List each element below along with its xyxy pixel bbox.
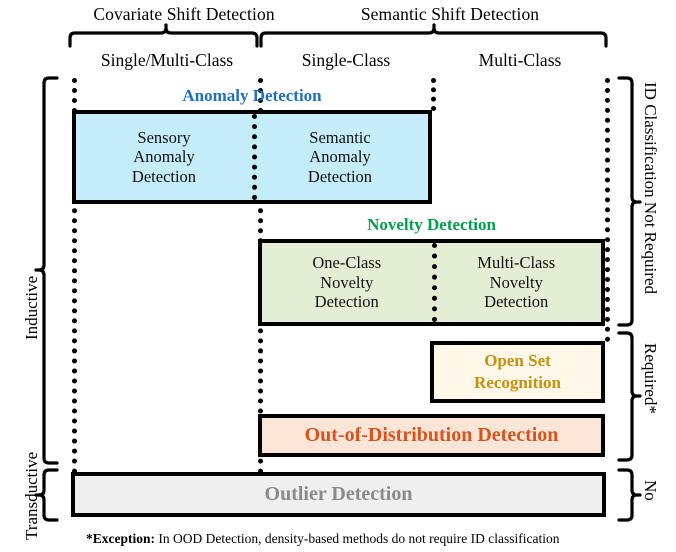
column-label-single-class: Single-Class — [301, 50, 391, 70]
footnote: *Exception: In OOD Detection, density-ba… — [86, 531, 560, 547]
brace-required — [617, 331, 642, 462]
side-label-required: Required* — [641, 343, 660, 414]
cell-line: Semantic — [309, 127, 371, 147]
cell-one-class-novelty-detection[interactable]: One-Class Novelty Detection — [262, 243, 432, 322]
group-label-semantic-shift: Semantic Shift Detection — [360, 4, 540, 24]
cell-line: Novelty — [489, 272, 543, 292]
cell-line: Novelty — [320, 272, 374, 292]
section-title-anomaly-detection: Anomaly Detection — [182, 86, 322, 105]
cell-line: Outlier Detection — [264, 482, 413, 505]
side-label-no: No — [641, 480, 660, 501]
cell-line: Sensory — [137, 127, 191, 147]
box-novelty-detection[interactable]: One-Class Novelty Detection Multi-Class … — [258, 239, 605, 326]
box-open-set-recognition[interactable]: Open Set Recognition — [430, 341, 605, 403]
cell-line: Detection — [131, 166, 197, 186]
column-label-multi-class: Multi-Class — [478, 50, 562, 70]
box-outlier-detection[interactable]: Outlier Detection — [71, 472, 606, 517]
box-ood-detection[interactable]: Out-of-Distribution Detection — [258, 414, 605, 457]
cell-line: Detection — [307, 166, 373, 186]
cell-line: Anomaly — [309, 147, 371, 167]
cell-line: One-Class — [312, 253, 382, 273]
side-label-transductive: Transductive — [22, 451, 41, 540]
cell-line: Multi-Class — [477, 253, 556, 273]
cell-line: Anomaly — [133, 147, 195, 167]
cell-open-set-recognition[interactable]: Open Set Recognition — [434, 345, 601, 399]
footnote-marker: *Exception: — [86, 531, 155, 546]
side-label-id-classification-not-required: ID Classification Not Required — [641, 82, 660, 294]
brace-id-classification-not-required — [617, 76, 642, 327]
brace-inductive — [34, 76, 59, 465]
footnote-text: In OOD Detection, density-based methods … — [155, 531, 560, 546]
cell-line: Out-of-Distribution Detection — [304, 423, 559, 446]
cell-sensory-anomaly-detection[interactable]: Sensory Anomaly Detection — [76, 114, 252, 200]
cell-semantic-anomaly-detection[interactable]: Semantic Anomaly Detection — [252, 114, 428, 200]
cell-line: Recognition — [474, 373, 561, 392]
guide-line-multi-class-start — [431, 78, 436, 111]
brace-covariate-shift — [68, 23, 259, 48]
guide-line-right — [605, 78, 610, 342]
section-title-novelty-detection: Novelty Detection — [367, 215, 496, 234]
group-label-covariate-shift: Covariate Shift Detection — [93, 4, 275, 24]
column-label-single-multi-class: Single/Multi-Class — [100, 50, 234, 70]
guide-line-left — [72, 78, 77, 474]
brace-no — [617, 468, 642, 522]
cell-line: Detection — [314, 292, 379, 312]
cell-line: Open Set — [484, 350, 551, 370]
brace-semantic-shift — [259, 23, 608, 48]
box-anomaly-detection[interactable]: Sensory Anomaly Detection Semantic Anoma… — [72, 110, 432, 204]
divider-novelty — [431, 243, 437, 322]
cell-ood-detection[interactable]: Out-of-Distribution Detection — [262, 418, 601, 453]
cell-outlier-detection[interactable]: Outlier Detection — [75, 476, 602, 513]
cell-multi-class-novelty-detection[interactable]: Multi-Class Novelty Detection — [432, 243, 602, 322]
side-label-inductive: Inductive — [22, 275, 41, 340]
cell-line: Detection — [484, 292, 549, 312]
divider-anomaly — [252, 114, 257, 200]
